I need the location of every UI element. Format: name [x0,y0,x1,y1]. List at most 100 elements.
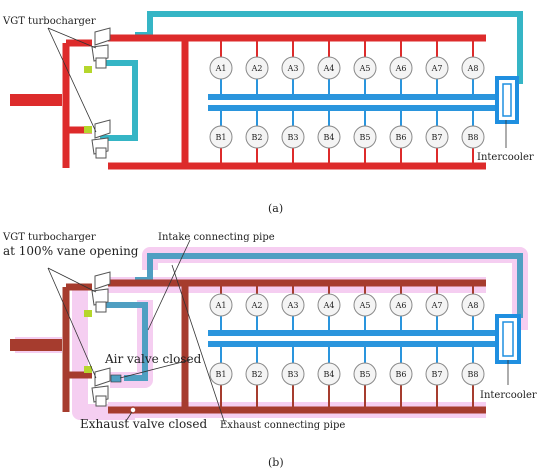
cylinder [425,56,449,80]
cylinder-label: A5 [359,301,371,310]
turbo-upper-b [91,271,111,313]
cylinder-label: B8 [468,133,479,142]
cylinder [317,125,341,149]
cylinder-label: A2 [251,64,263,73]
cylinder [245,293,269,317]
valve-a-upper [84,66,92,73]
caption-a: (a) [268,202,283,215]
intake-manifold-b [208,330,500,347]
cylinder [389,293,413,317]
cylinder-label: B7 [432,370,443,379]
cylinder [281,56,305,80]
cylinder-label: A1 [215,64,227,73]
cylinder [209,293,233,317]
turbo-lower-b [91,367,111,407]
air-valve-label: Air valve closed [104,352,202,366]
air-valve [110,374,122,383]
intercooler-label-a: Intercooler [477,152,534,163]
cylinder-label: B2 [252,133,263,142]
cylinder-label: A7 [431,64,443,73]
cylinder [461,362,485,386]
cylinder-runners-b [220,283,474,410]
cylinder-label: B8 [468,370,479,379]
cylinder-label: A5 [359,64,371,73]
cylinder-label: A7 [431,301,443,310]
cylinder-label: A1 [215,301,227,310]
valve-b-upper [84,310,92,317]
cylinder-label: B1 [216,133,227,142]
cylinder-label: B6 [396,133,407,142]
cylinder-label: B3 [288,370,299,379]
cylinder [281,125,305,149]
cylinder [425,125,449,149]
intercooler-core-b [502,321,514,357]
cylinder [209,125,233,149]
cylinder-label: A3 [287,301,299,310]
intake-manifold-a [208,94,500,111]
intake-pipe-label: Intake connecting pipe [158,232,275,243]
cylinder [317,362,341,386]
cylinder-label: B1 [216,370,227,379]
cylinder [245,56,269,80]
turbo-label-a: VGT turbocharger [2,16,96,27]
turbo-label-b2: at 100% vane opening [3,244,139,258]
cylinder-label: B4 [324,133,335,142]
cylinder [389,56,413,80]
cylinder-label: B3 [288,133,299,142]
cylinder-label: A2 [251,301,263,310]
cylinder-label: A6 [395,64,407,73]
cylinder-runners-a [220,38,474,166]
cylinder [461,125,485,149]
cylinder-label: B6 [396,370,407,379]
cylinder [317,293,341,317]
cylinder-label: B4 [324,370,335,379]
cylinder-label: B7 [432,133,443,142]
cylinder-label: B2 [252,370,263,379]
cylinder [461,56,485,80]
cylinder [461,293,485,317]
cylinder [245,362,269,386]
cylinder [209,56,233,80]
cylinder-label: B5 [360,133,371,142]
cylinder-label: A4 [323,301,335,310]
leaders-b [47,239,509,425]
turbo-label-b1: VGT turbocharger [2,232,96,243]
exhaust-valve [129,406,137,414]
turbo-upper-a [91,27,111,69]
cylinder [389,125,413,149]
cylinder-label: A8 [467,64,479,73]
cylinder [425,293,449,317]
cylinder [425,362,449,386]
exhaust-valve-label: Exhaust valve closed [80,417,207,431]
cylinder [353,362,377,386]
cylinder [353,125,377,149]
cylinder [209,362,233,386]
cylinder [245,125,269,149]
cylinder [389,362,413,386]
cylinder [353,56,377,80]
cylinder [281,362,305,386]
cylinder [317,56,341,80]
cylinder [353,293,377,317]
cylinder-label: A3 [287,64,299,73]
cylinder-label: B5 [360,370,371,379]
intercooler-label-b: Intercooler [480,390,537,401]
exhaust-pipes-a [10,34,486,170]
valve-a-lower [84,126,92,133]
cylinder-label: A8 [467,301,479,310]
cylinder [281,293,305,317]
intercooler-core-a [502,83,512,117]
caption-b: (b) [268,456,284,469]
exhaust-pipe-label: Exhaust connecting pipe [220,420,345,431]
cylinder-label: A4 [323,64,335,73]
cylinder-label: A6 [395,301,407,310]
intake-pipes-a [100,11,523,141]
valve-b-lower [84,366,92,373]
turbo-lower-a [91,119,111,159]
turbo-leaders-a [47,27,97,133]
